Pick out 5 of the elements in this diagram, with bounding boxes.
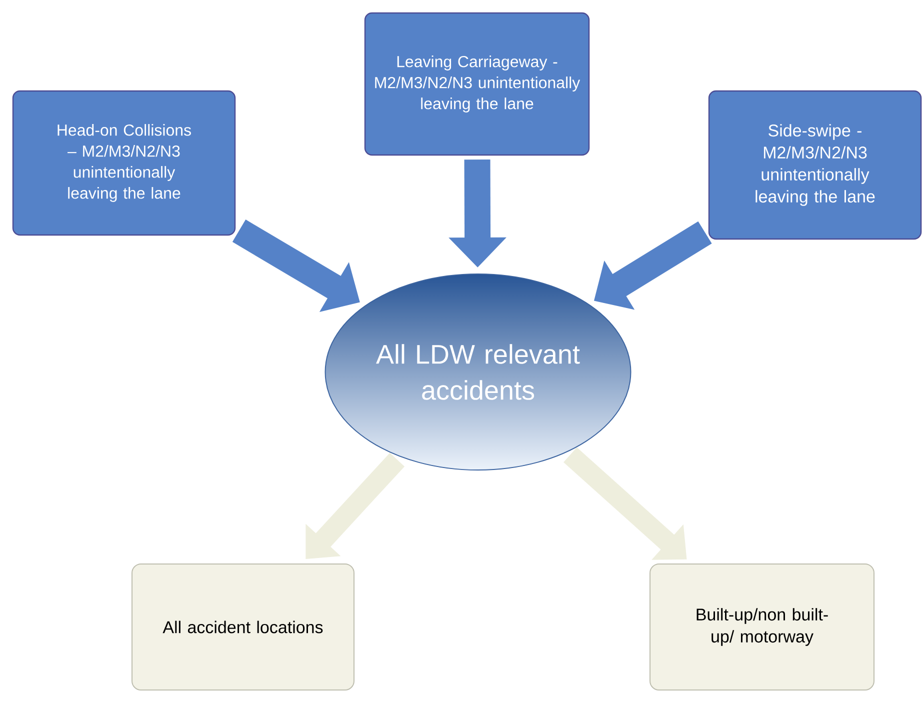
process-box: Side-swipe - M2/M3/N2/N3 unintentionally leaving the lane xyxy=(708,90,922,240)
process-box: Leaving Carriageway - M2/M3/N2/N3 unintentionally leaving the lane xyxy=(364,12,590,156)
result-box: All accident locations xyxy=(132,564,354,690)
result-box: Built-up/non built-up/ motorway xyxy=(650,564,874,690)
process-box: Head-on Collisions – M2/M3/N2/N3 unintentionally leaving the lane xyxy=(12,90,236,236)
